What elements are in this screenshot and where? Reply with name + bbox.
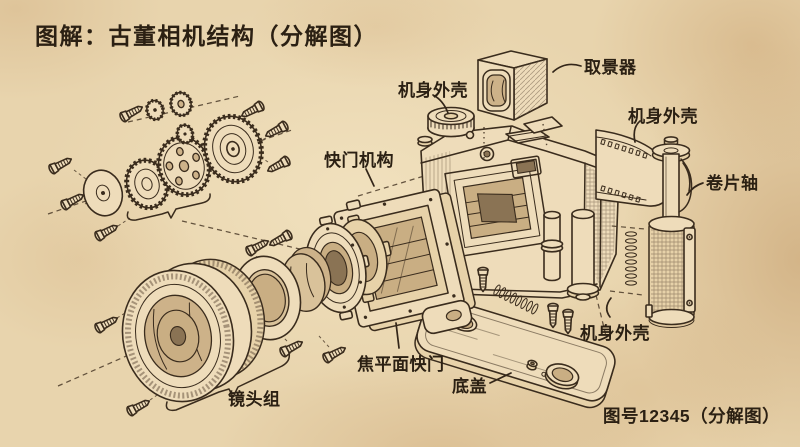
viewfinder-prism-drawing <box>477 50 563 161</box>
viewfinder-window <box>510 155 542 179</box>
label-shutter-mechanism: 快门机构 <box>324 151 394 170</box>
shutter-bracket-plate <box>421 299 473 335</box>
gear-train-brace <box>126 193 211 221</box>
takeup-spool <box>651 136 693 220</box>
label-body-shell-right: 机身外壳 <box>628 107 698 126</box>
film-and-spool-drawing <box>595 129 696 328</box>
label-film-spool: 卷片轴 <box>706 174 759 193</box>
coil-spring-vertical <box>625 231 637 286</box>
gear-train-drawing <box>46 90 295 251</box>
film-chamber-shell <box>645 215 696 328</box>
label-lens-group: 镜头组 <box>228 390 281 409</box>
label-body-shell-top: 机身外壳 <box>398 81 468 100</box>
page-title: 图解：古董相机结构（分解图） <box>35 23 378 49</box>
label-viewfinder: 取景器 <box>584 58 637 77</box>
label-body-shell-bottom: 机身外壳 <box>580 324 650 343</box>
label-leader-lines <box>365 63 704 384</box>
lens-group-brace <box>165 352 291 412</box>
lens-group-drawing <box>92 214 392 418</box>
figure-caption: 图号12345（分解图） <box>603 406 781 426</box>
coil-spring-diagonal <box>493 284 539 315</box>
film-sprocket-holes <box>600 138 648 203</box>
lens-barrel <box>121 258 266 403</box>
label-focal-plane-shutter: 焦平面快门 <box>357 355 445 374</box>
label-bottom-cover: 底盖 <box>452 377 487 396</box>
